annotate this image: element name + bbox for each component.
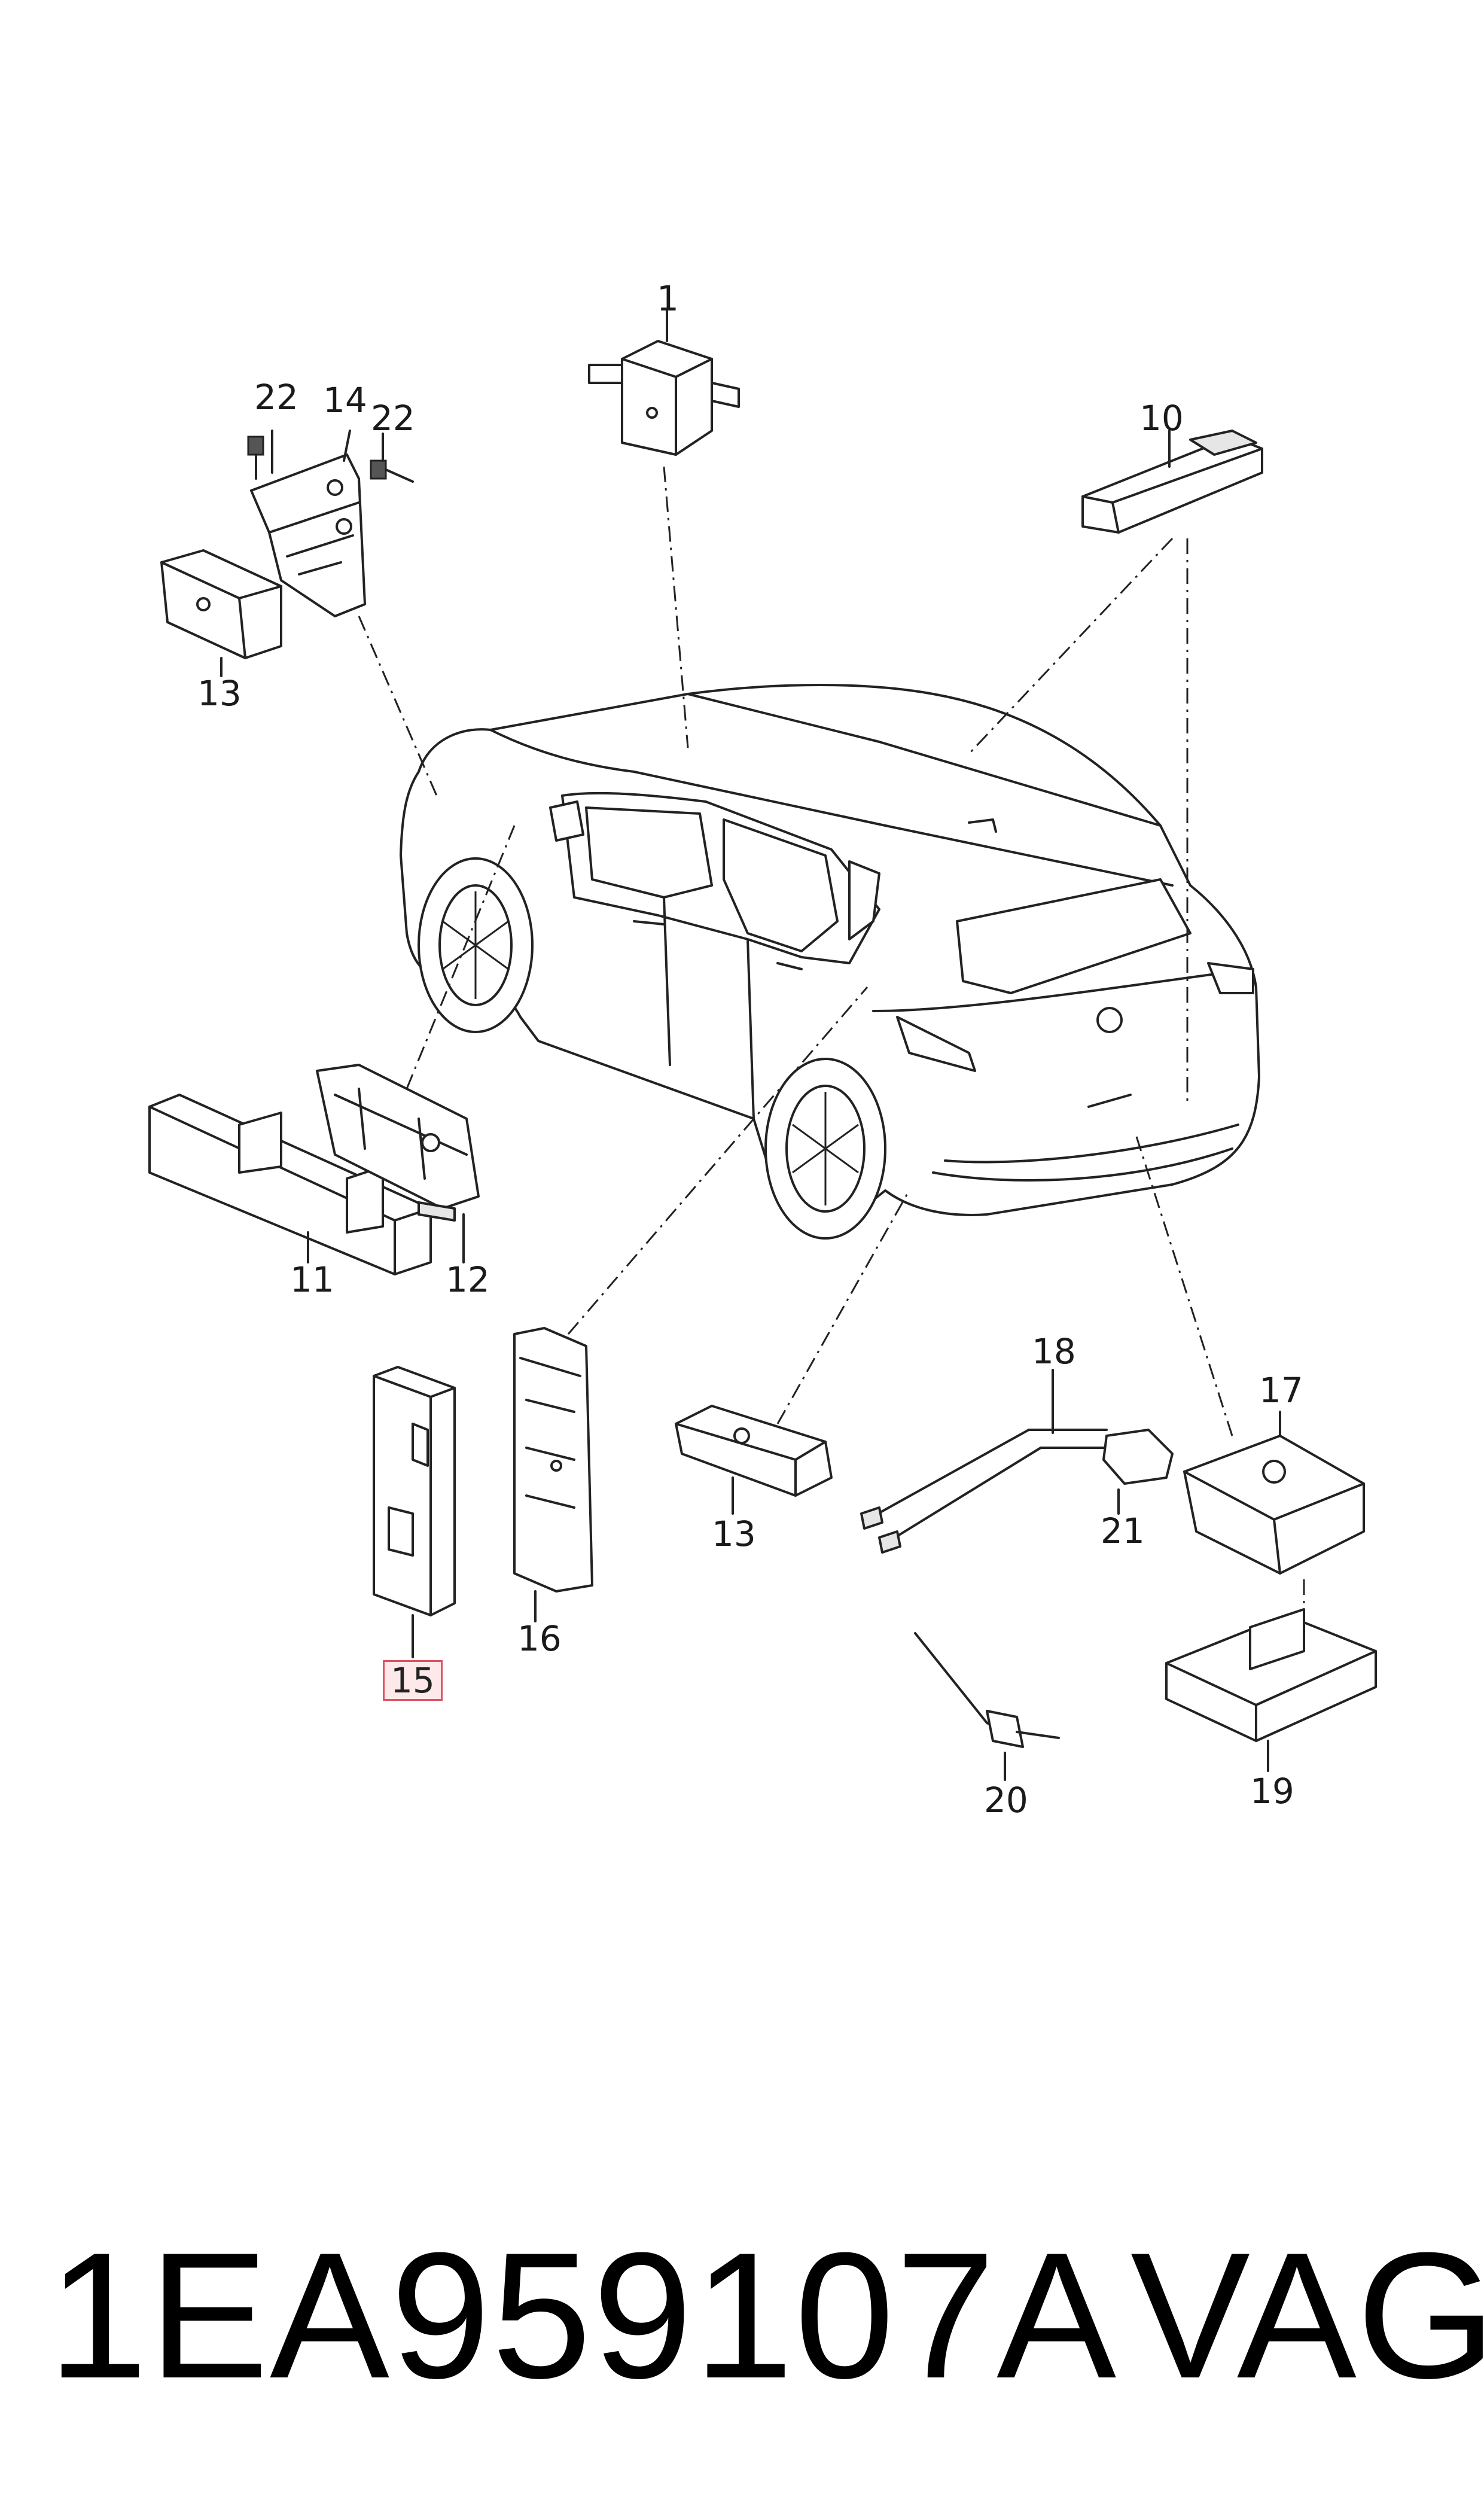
- callout-11: 11: [290, 1259, 334, 1300]
- callout-22-right: 22: [371, 398, 415, 439]
- part-15-illustration: [373, 1366, 456, 1616]
- callout-14: 14: [323, 380, 367, 421]
- callout-13-lower: 13: [712, 1514, 756, 1554]
- brand-text: VAG: [1130, 2215, 1484, 2416]
- reference-lines: [358, 466, 1305, 1639]
- part-17-illustration: [1183, 1435, 1365, 1575]
- callout-19: 19: [1250, 1771, 1294, 1811]
- callout-22-left: 22: [254, 377, 298, 418]
- part-21-illustration: [1102, 1429, 1174, 1485]
- callout-12: 12: [446, 1259, 490, 1300]
- vehicle-illustration: [400, 684, 1260, 1240]
- part-16-illustration: [513, 1327, 593, 1593]
- part-13-upper-illustration: [160, 549, 282, 659]
- part-13-lower-illustration: [675, 1405, 833, 1497]
- part-12-illustration: [316, 1064, 480, 1222]
- part-18-illustration: [860, 1429, 1114, 1554]
- part-19-illustration: [1165, 1608, 1377, 1742]
- callout-10: 10: [1139, 398, 1184, 439]
- part-10-illustration: [1081, 430, 1263, 534]
- leader-lines: [220, 310, 1281, 1781]
- part-20-illustration: [914, 1632, 1060, 1748]
- callout-1: 1: [657, 278, 679, 319]
- callout-17: 17: [1259, 1370, 1303, 1411]
- callout-16: 16: [517, 1618, 562, 1659]
- callout-13-upper: 13: [197, 673, 242, 714]
- callout-15-highlighted[interactable]: 15: [383, 1660, 443, 1701]
- part-number-text: 1EA959107A: [48, 2215, 1118, 2416]
- callout-21: 21: [1101, 1511, 1145, 1551]
- part-1-illustration: [588, 340, 740, 456]
- callout-18: 18: [1032, 1331, 1076, 1372]
- part-14-bracket-illustration: [247, 436, 414, 617]
- callout-20: 20: [984, 1780, 1028, 1820]
